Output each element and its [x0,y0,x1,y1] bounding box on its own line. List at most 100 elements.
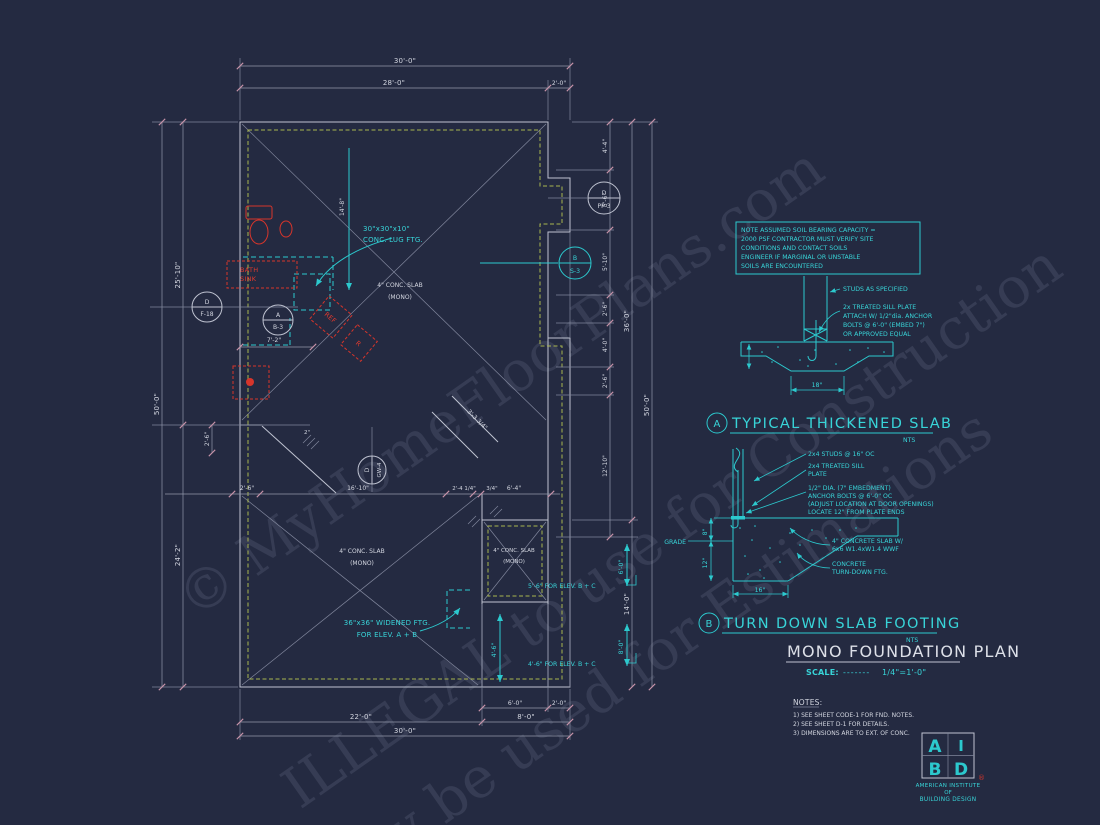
detail-b-leader-2 [751,469,807,507]
elev-note-upper: 5'-6" FOR ELEV. B + C [528,583,596,590]
detail-a-callout-2: OR APPROVED EQUAL [843,331,911,338]
hatch-mark [489,505,503,518]
logo-letter-d: D [954,760,968,780]
detail-b-callout-5: TURN-DOWN FTG. [831,569,888,576]
marker-b3-sheet: B-3 [273,324,283,331]
note-line-1: 1) SEE SHEET CODE-1 FOR FND. NOTES. [793,712,914,719]
detail-a-scale: NTS [903,437,915,444]
refrigerator-label: REF [323,310,338,325]
dim-bottom-strip: 2'-0" [552,700,566,707]
dim-right-lower: 14'-0" [623,593,631,615]
angled-wall [431,395,499,459]
dim-mid-tiny: 2" [304,430,310,436]
sheet-title: MONO FOUNDATION PLAN [787,642,1020,661]
detail-a-dim-text: 18" [812,382,823,389]
water-heater-symbol [232,365,270,400]
scale-dots: ------- [843,668,870,677]
soil-note-line: 2000 PSF CONTRACTOR MUST VERIFY SITE [741,236,874,243]
lug-label: 30"x30"x10" [363,225,410,233]
slab-label-porch: 4" CONC. SLAB [493,548,535,554]
marker-pp3-letter: D [602,190,607,197]
dim-right-6: 2'-6" [602,374,609,388]
marker-f18-sheet: F-18 [200,311,213,318]
logo-letter-b: B [929,760,942,780]
porch-walls [482,519,548,603]
detail-b-title: B TURN DOWN SLAB FOOTING NTS [698,612,959,644]
watermark-line-1: © MyHomeFloorPlans.com [166,135,836,631]
soil-note-line: SOILS ARE ENCOUNTERED [741,263,823,270]
scale-label: SCALE: [806,668,839,677]
watermark: © MyHomeFloorPlans.com ILLEGAL to use fo… [166,135,1074,825]
porch-slab-x [483,521,547,601]
stoop-dashed-step [446,589,470,629]
notes-heading: NOTES: [793,698,822,707]
detail-b-callout-3: 1/2" DIA. (7" EMBEDMENT) [808,485,891,492]
dim-right-3: 5'-10" [602,253,609,271]
dim-porch-side: 4'-6" [491,643,498,658]
detail-b-marker: B [705,619,712,630]
detail-a-title-text: TYPICAL THICKENED SLAB [731,416,952,432]
dim-right-upper: 36'-0" [623,310,631,332]
note-line-2: 2) SEE SHEET D-1 FOR DETAILS. [793,721,889,728]
marker-b3: A B-3 [262,304,294,336]
marker-gw4-letter: D [364,467,371,472]
detail-b-callout-2: PLATE [808,471,827,478]
marker-b3-letter: A [276,312,281,319]
dim-right-7: 12'-10" [602,455,609,477]
dim-elev-lower: 8'-0" [618,640,625,655]
perimeter-wall [239,121,571,688]
dim-mid-a: 2'-4 1/4" [452,486,476,492]
dim-mid-width: 16'-10" [347,485,369,492]
logo-text-line-2: OF [944,790,952,796]
grade-label: GRADE [664,539,686,546]
detail-b-dim8: 8" [702,528,709,535]
detail-a-drawing: STUDS AS SPECIFIED 2x TREATED SILL PLATE… [740,276,933,395]
bath-sink-label: BATH [240,266,258,274]
elev-note-lower: 4'-6" FOR ELEV. B + C [528,661,596,668]
slab-labels: 4" CONC. SLAB (MONO) 4" CONC. SLAB (MONO… [339,282,535,567]
dim-bottom-porch: 6'-0" [508,700,522,707]
logo-letter-i: I [958,737,964,755]
dimension-lines [152,58,658,740]
widened-footing-label: FOR ELEV. A + B [357,631,418,639]
soil-note-line: CONDITIONS AND CONTACT SOILS [741,245,847,252]
upper-slab-x [241,123,547,421]
logo-letter-a: A [928,737,942,757]
dim-mid-small: 2'-6" [240,485,254,492]
slab-label-upper-mono: (MONO) [388,294,412,301]
aibd-logo: A I B D ® AMERICAN INSTITUTE OF BUILDING… [916,732,985,803]
detail-a-callout-1: STUDS AS SPECIFIED [843,286,908,293]
toilet-tank [245,205,273,220]
detail-b-callout-4: 6x6 W1.4xW1.4 WWF [832,546,899,553]
detail-b-callout-5: CONCRETE [832,561,866,568]
bath-sink-box [226,260,298,289]
dim-right-outer: 50'-0" [643,394,651,416]
note-line-3: 3) DIMENSIONS ARE TO EXT. OF CONC. [793,730,910,737]
dim-bottom-left: 22'-0" [350,713,372,721]
scale-value: 1/4"=1'-0" [882,668,926,677]
porch-footing-dashed [487,525,543,597]
dim-left-bay: 2'-6" [204,432,211,446]
footing-dashed-outline [247,129,563,680]
marker-gw4-sheet: GW-4 [377,462,383,477]
extension-lines [152,58,658,740]
dim-hall: 7'-2" [267,337,281,344]
detail-b-callout-3: LOCATE 12" FROM PLATE ENDS [808,509,905,516]
slab-label-lower-mono: (MONO) [350,560,374,567]
detail-b-leader-5 [796,552,831,569]
refrigerator-symbol: REF [309,295,353,339]
hatch-mark [302,434,320,450]
detail-a-callout-2: 2x TREATED SILL PLATE [843,304,916,311]
soil-note-line: ENGINEER IF MARGINAL OR UNSTABLE [741,254,860,261]
marker-f18-letter: D [205,299,210,306]
widened-footing-leader [419,607,461,632]
detail-b-leader-1 [753,453,807,482]
slab-label-porch-mono: (MONO) [503,559,525,565]
dim-garage-depth: 14'-8" [339,198,346,216]
dim-bottom-overall: 30'-0" [394,727,416,735]
dim-top-left: 28'-0" [383,79,405,87]
interior-dashed-walls [243,256,334,346]
logo-text-line-3: BUILDING DESIGN [920,797,977,803]
